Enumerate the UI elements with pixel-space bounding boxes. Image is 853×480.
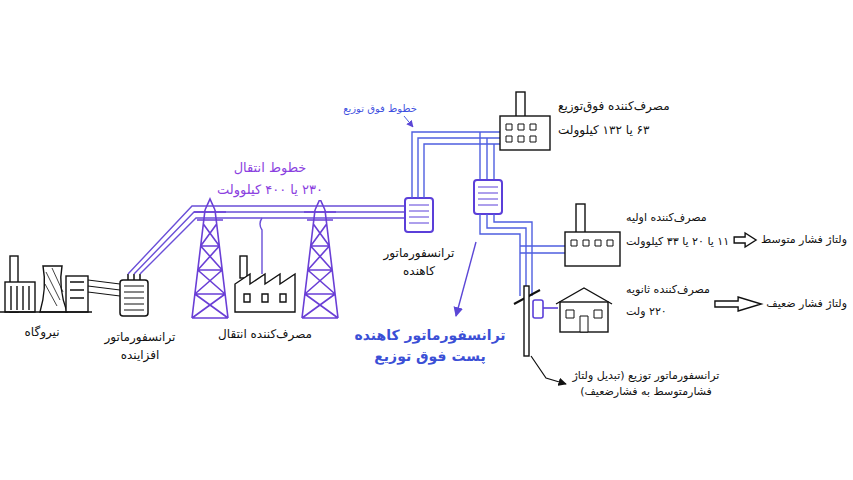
consumer-label: مصرف‌کننده انتقال [216,325,314,343]
voltage-label: ۱۱ یا ۲۰ یا ۳۳ کیلوولت [624,234,731,251]
voltage-label: ۲۲۰ ولت [624,304,669,321]
secondary-consumer-house [560,302,608,332]
transmission-consumer-factory [244,294,286,302]
secondary-consumer-house [566,310,602,332]
power-plant [40,266,67,312]
distribution-transformer [533,300,543,318]
sub-transmission-consumer-factory [500,92,550,150]
transmission-lines [134,212,405,274]
transmission-lines [140,218,405,274]
voltage-label: ۶۳ یا ۱۳۲ کیلوولت [556,121,651,139]
plant-feed-wires [88,280,120,296]
line-title: خطوط فوق توزیع [341,101,419,116]
consumer-label: مصرف‌کننده اولیه [624,210,709,227]
voltage-label: ۲۳۰ یا ۴۰۰ کیلوولت [215,180,325,200]
consumer-label: مصرف‌کننده انتقال [216,325,314,343]
plant-feed-wires [88,280,120,296]
voltage-arrow [734,233,756,247]
sub-transmission-leader [404,116,413,127]
step-down-transformer [405,198,433,232]
distribution-transformer-label: ترانسفورماتور توزیع (تبدیل ولتاژ فشارمتو… [567,368,725,401]
voltage-level-label: ولتاژ فشار ضعیف [764,296,849,313]
power-plant [0,311,92,312]
voltage-label: ۲۲۰ ولت [624,304,669,321]
power-plant [0,256,92,312]
power-plant [11,286,29,310]
transmission-lines [128,206,405,274]
primary-consumer-factory [571,240,613,246]
transformer-label: ترانسفورماتور کاهنده [373,244,465,280]
utility-pole [524,286,529,356]
sub-transmission-consumer-factory [500,116,550,150]
line-title: خطوط انتقال [232,158,309,178]
step-down-transformer [405,198,433,232]
transformer-label: ترانسفورماتور کاهنده [373,244,465,280]
distribution-lines [494,214,532,296]
transmission-tower [192,199,338,318]
voltage-level-label: ولتاژ فشار متوسط [759,232,849,249]
plant-label: نیروگاه [22,323,61,341]
transformer-label: ترانسفورماتور افزاینده [94,328,186,364]
distribution-lines [487,214,526,296]
distribution-lines [480,214,565,296]
line-title: خطوط فوق توزیع [341,101,419,116]
voltage-label: ۲۳۰ یا ۴۰۰ کیلوولت [215,180,325,200]
distribution-transformer-label: ترانسفورماتور توزیع (تبدیل ولتاژ فشارمتو… [567,368,725,401]
substation-label: ترانسفورماتور کاهنده پست فوق توزیع [346,325,514,367]
substation-transformer [478,187,498,205]
consumer-label: مصرف‌کننده اولیه [624,210,709,227]
voltage-label: ۱۱ یا ۲۰ یا ۳۳ کیلوولت [624,234,731,251]
sub-transmission-leader [404,116,413,127]
voltage-arrow [715,297,761,311]
consumer-label: مصرف‌کننده ثانویه [624,282,712,299]
utility-pole [514,286,540,356]
primary-consumer-factory [576,204,585,234]
step-up-transformer [128,274,140,280]
voltage-level-label: ولتاژ فشار متوسط [759,232,849,249]
voltage-level-label: ولتاژ فشار ضعیف [764,296,849,313]
substation-transformer [474,180,502,214]
plant-label: نیروگاه [22,323,61,341]
line-title: خطوط انتقال [232,158,309,178]
secondary-consumer-house [556,288,612,332]
transmission-tower [302,199,338,318]
voltage-label: ۶۳ یا ۱۳۲ کیلوولت [556,121,651,139]
distribution-lines [520,246,565,253]
transformer-label: ترانسفورماتور افزاینده [94,328,186,364]
transmission-lines [128,206,405,274]
step-down-transformer [409,205,429,223]
transmission-consumer-factory [260,218,262,274]
primary-consumer-factory [565,204,620,266]
distribution-transformer [533,300,558,318]
secondary-consumer-house [556,288,612,304]
consumer-label: مصرف‌کننده فوق‌توزیع [556,97,672,115]
distribution-leader [531,356,566,384]
substation-label: ترانسفورماتور کاهنده پست فوق توزیع [346,325,514,367]
consumer-label: مصرف‌کننده فوق‌توزیع [556,97,672,115]
power-plant [70,282,84,298]
substation-transformer [474,180,502,214]
consumer-label: مصرف‌کننده ثانویه [624,282,712,299]
power-plant [66,276,88,312]
transmission-consumer-factory [240,256,247,278]
step-up-transformer [120,280,148,316]
transmission-consumer-factory [235,218,295,312]
sub-transmission-lines [480,132,494,180]
power-plant [5,282,35,312]
transmission-tower [192,199,228,318]
sub-transmission-consumer-factory [516,92,525,118]
distribution-transformer [543,307,558,309]
step-up-transformer [120,274,148,316]
distribution-leader [531,356,566,384]
distribution-lines [480,214,520,296]
transmission-consumer-factory [235,274,295,312]
step-up-transformer [124,286,144,310]
power-plant [45,268,63,306]
sub-transmission-consumer-factory [506,124,536,142]
primary-consumer-factory [565,232,620,266]
